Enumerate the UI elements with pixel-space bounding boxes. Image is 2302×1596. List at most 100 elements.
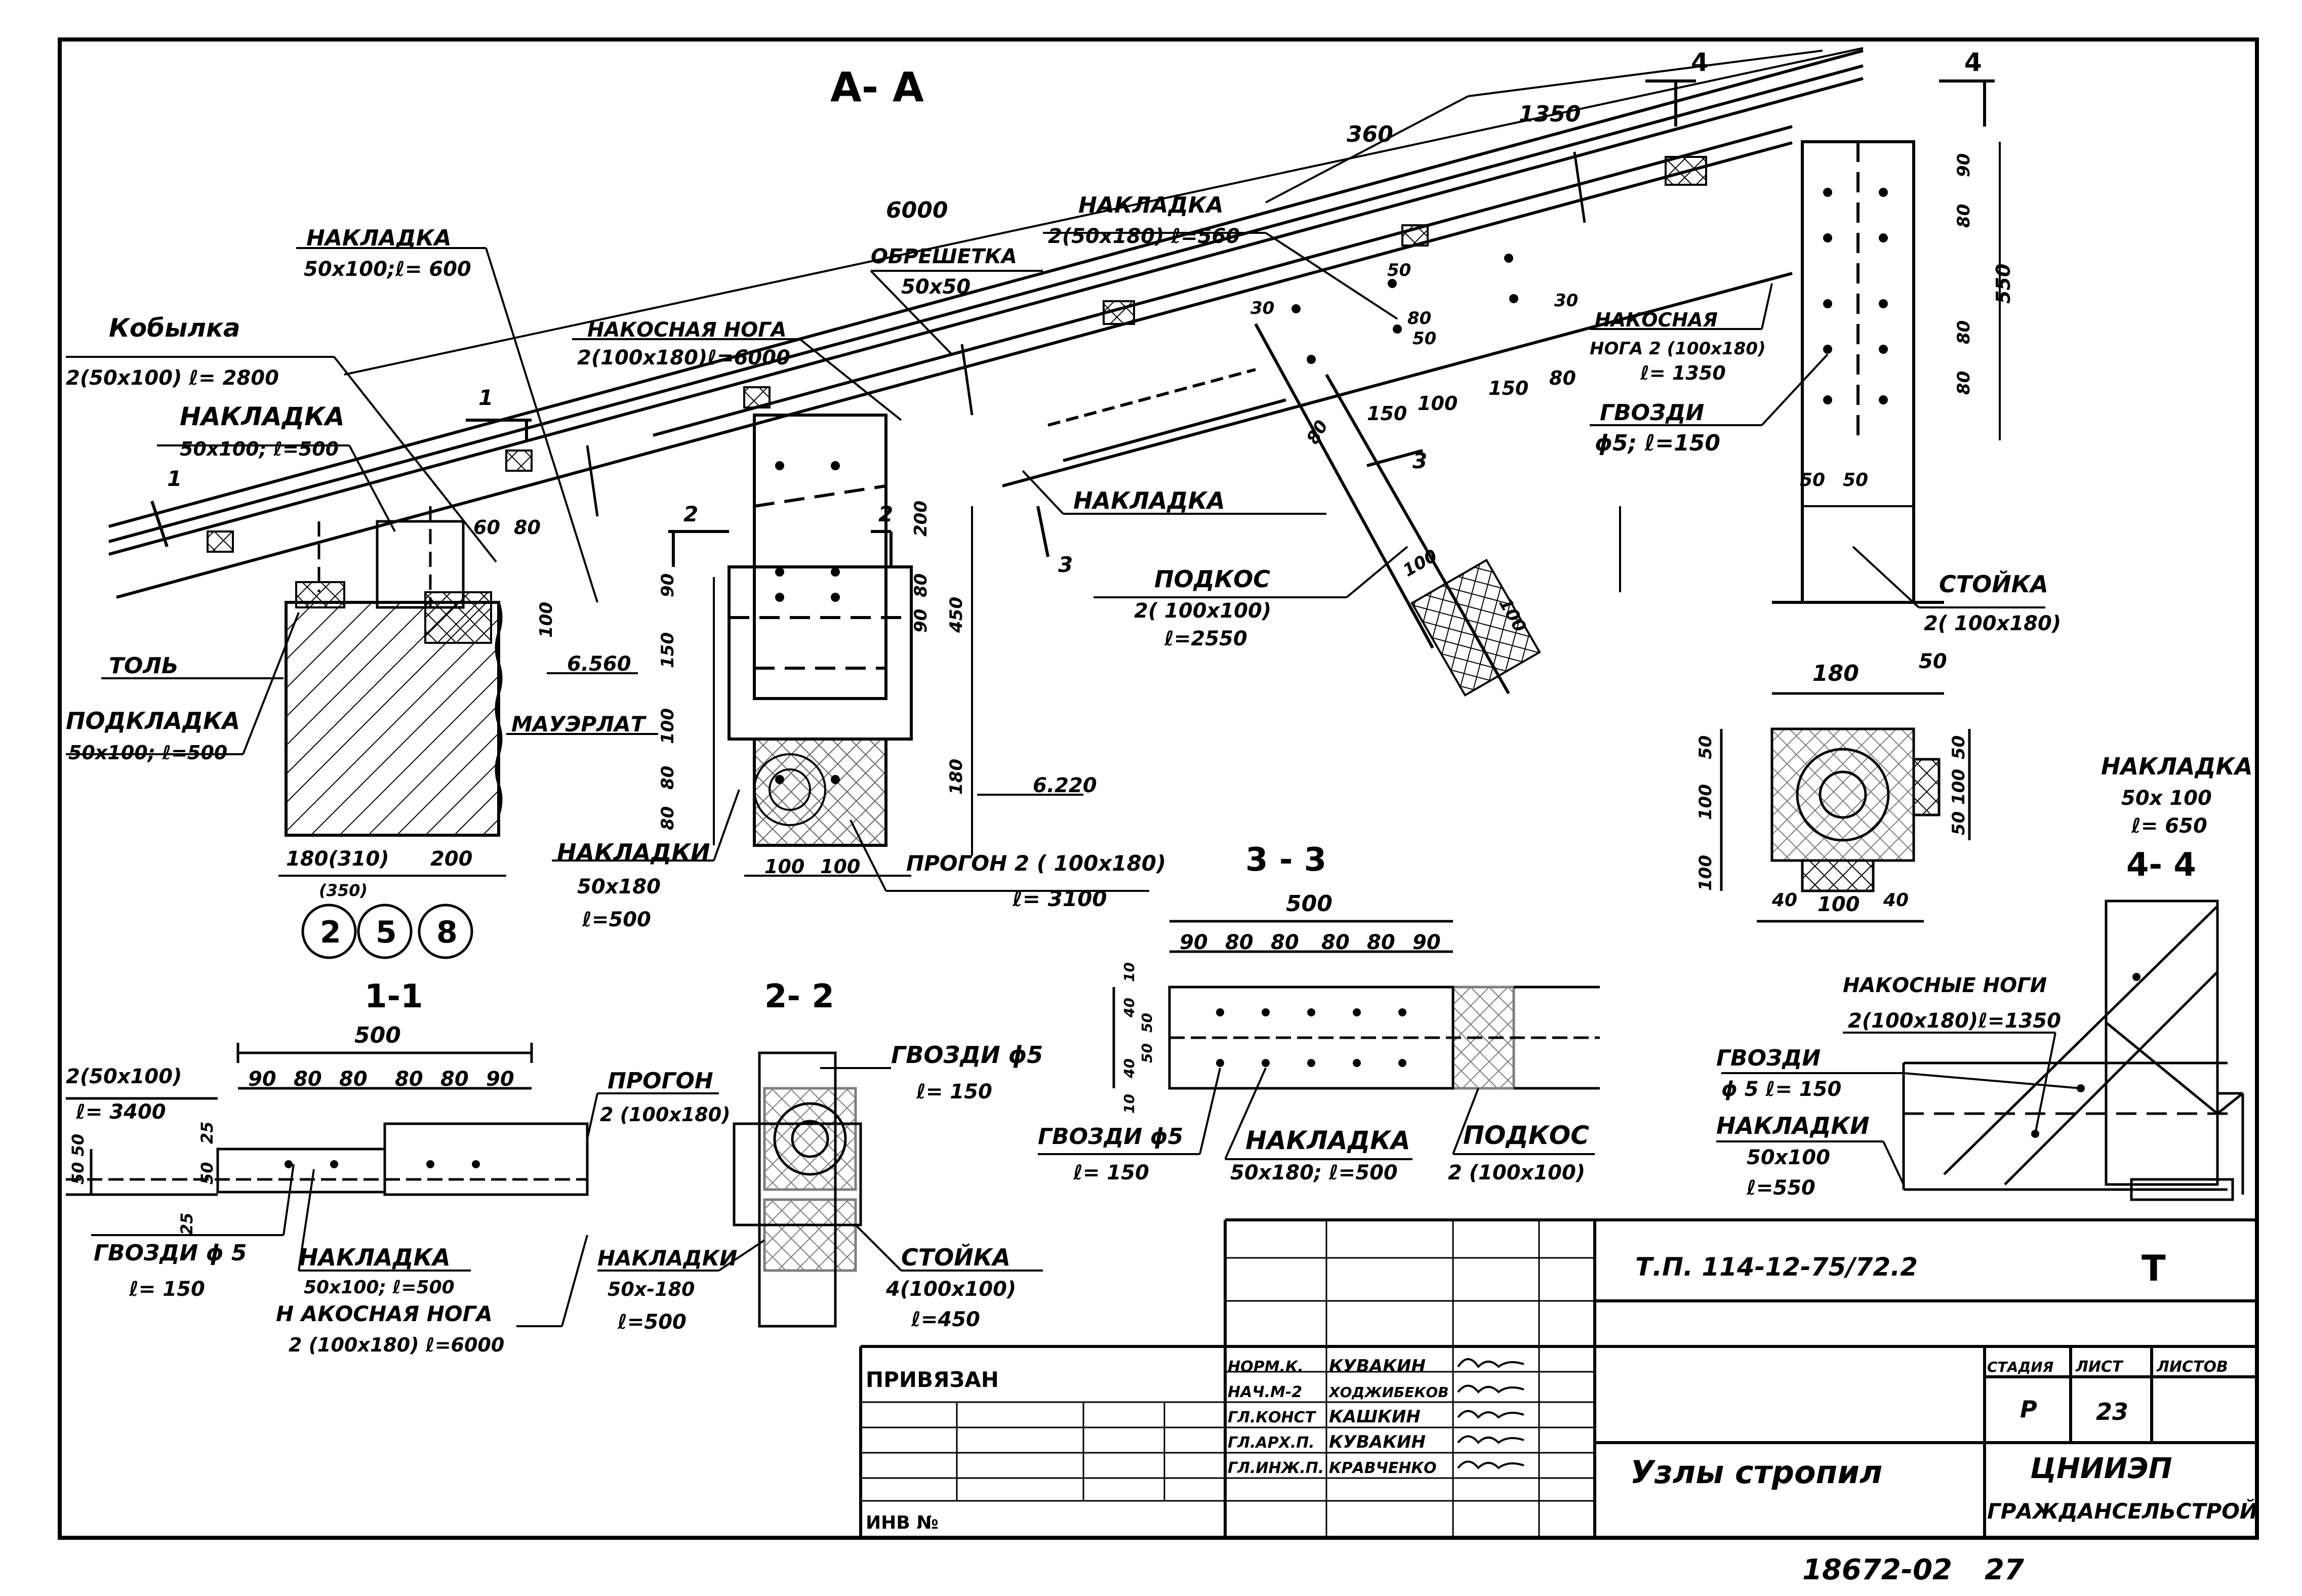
- s44-gvozdi: ГВОЗДИ: [1716, 1045, 1821, 1071]
- nakosnaya-2-size1: НОГА 2 (100х180): [1590, 339, 1766, 359]
- nakladki-size1: 50х180: [577, 875, 661, 898]
- post-dim-180: 180: [1812, 661, 1859, 686]
- signatures: [1457, 1358, 1524, 1469]
- title-block-text: Т.П. 114-12-75/72.2 Т ПРИВЯЗАН ИНВ № НОР…: [866, 1248, 2257, 1533]
- s11-dim-5: 80: [440, 1068, 469, 1091]
- section-22-leaders: [597, 1067, 1043, 1272]
- s11-nakosnaya-size: 2 (100х180) ℓ=6000: [289, 1334, 504, 1356]
- bolts-purlin: [775, 461, 840, 784]
- s33-dim-10b: 10: [1121, 1094, 1138, 1114]
- section-markers: [150, 79, 1995, 567]
- wall: [285, 581, 503, 837]
- s33-dim-40a: 40: [1121, 998, 1138, 1018]
- s11-dim-6: 90: [486, 1068, 514, 1091]
- s22-stoyka: СТОЙКА: [901, 1244, 1011, 1271]
- nakladka-1-size: 50х100;ℓ= 600: [304, 258, 471, 281]
- labels-aa: 6000 360 1350 НАКЛАДКА 50х100;ℓ= 600 Коб…: [66, 48, 2061, 931]
- gvozdi-size: ϕ5; ℓ=150: [1595, 430, 1720, 456]
- post-dim-50-left: 50: [1695, 735, 1716, 759]
- name-3: КАШКИН: [1329, 1407, 1421, 1427]
- progon-len: ℓ= 3100: [1012, 886, 1107, 911]
- name-4: КУВАКИН: [1329, 1432, 1426, 1452]
- s33-nakladka-size: 50х180; ℓ=500: [1230, 1161, 1398, 1184]
- marker-1b: 1: [167, 466, 182, 491]
- level-6220: 6.220: [1033, 774, 1097, 797]
- s33-dim-50b: 50: [1139, 1043, 1155, 1063]
- dim-50c: 50: [1800, 470, 1825, 490]
- s44-nakosnye-size: 2(100х180)ℓ=1350: [1848, 1009, 2061, 1033]
- s44-nakladki-size1: 50х100: [1747, 1146, 1830, 1169]
- mauerlat-label: МАУЭРЛАТ: [511, 712, 647, 736]
- section-22-title: 2- 2: [764, 978, 834, 1015]
- section-44-title: 4- 4: [2126, 846, 2196, 884]
- footer-page: 27: [1985, 1553, 2024, 1586]
- dim-80h: 80: [1954, 204, 1974, 228]
- post-dim-100-left: 100: [1695, 784, 1716, 820]
- dim-550: 550: [1992, 264, 2014, 304]
- s22-stoyka-size1: 4(100х100): [885, 1278, 1016, 1301]
- dim-80c: 80: [658, 806, 678, 830]
- dim-1350: 1350: [1519, 101, 1581, 127]
- ridge-post: [1772, 140, 1944, 604]
- list-value: 23: [2096, 1398, 2128, 1425]
- section-44-bolts: [2031, 973, 2141, 1138]
- title-block-grid: [859, 1218, 2257, 1538]
- dim-100b: 100: [820, 855, 860, 878]
- s33-podkos: ПОДКОС: [1463, 1121, 1589, 1150]
- s11-progon: ПРОГОН: [608, 1068, 713, 1094]
- dim-360: 360: [1347, 121, 1393, 147]
- kobylka-block: [317, 506, 465, 609]
- s11-dim-50-50: 50 50: [68, 1134, 88, 1184]
- dim-150c: 150: [1488, 377, 1528, 399]
- kobylka-size: 2(50х100) ℓ= 2800: [66, 366, 279, 390]
- dim-100e: 100: [1400, 546, 1441, 581]
- s11-dim-25b: 25: [177, 1212, 196, 1235]
- s11-dim-1: 90: [248, 1068, 276, 1091]
- dim-80g: 80: [1303, 417, 1332, 448]
- post-section-drawing: [1720, 692, 1971, 923]
- s33-dim-50a: 50: [1139, 1013, 1155, 1033]
- podkos-size2: ℓ=2550: [1164, 627, 1247, 650]
- dim-80i: 80: [1954, 320, 1974, 344]
- gvozdi-title: ГВОЗДИ: [1600, 400, 1704, 426]
- dim-100c: 100: [658, 708, 678, 744]
- dimension-lines-aa: [278, 47, 2001, 877]
- name-5: КРАВЧЕНКО: [1329, 1459, 1436, 1477]
- obreshetka-title: ОБРЕШЕТКА: [871, 245, 1017, 268]
- podkladka-size: 50х100; ℓ=500: [68, 742, 227, 764]
- nakladki-size2: ℓ=500: [582, 908, 651, 931]
- s22-nakladki-size1: 50х-180: [608, 1278, 695, 1300]
- dim-60: 60: [473, 516, 500, 539]
- s11-dim-500: 500: [354, 1022, 401, 1048]
- s33-dim-40b: 40: [1121, 1058, 1138, 1079]
- dim-90b: 90: [911, 609, 931, 633]
- post-dim-40a: 40: [1771, 890, 1797, 911]
- marker-2a: 2: [683, 502, 698, 526]
- podkos-size1: 2( 100х100): [1134, 599, 1271, 623]
- s33-dim-4: 80: [1321, 931, 1350, 954]
- leaders-aa: [66, 232, 2045, 892]
- section-11-title: 1-1: [365, 978, 423, 1015]
- stoyka-title: СТОЙКА: [1939, 570, 2048, 598]
- section-33-labels: 500 90 80 80 80 80 90 10 40 50 50 40 10 …: [1038, 891, 1589, 1184]
- dim-200b: 200: [911, 501, 931, 537]
- tol-label: ТОЛЬ: [109, 653, 179, 679]
- dim-350: (350): [319, 881, 368, 900]
- s33-dim-10a: 10: [1121, 962, 1138, 982]
- stadiya-label: СТАДИЯ: [1987, 1359, 2053, 1375]
- s33-dim-3: 80: [1271, 931, 1299, 954]
- battens: [207, 156, 1707, 553]
- post-dim-50-right: 50: [1949, 735, 1969, 759]
- sheet-frame: [58, 37, 2259, 1540]
- s11-gvozdi-len: ℓ= 150: [129, 1278, 205, 1301]
- dim-450: 450: [946, 597, 966, 633]
- dim-100d: 100: [1418, 392, 1458, 415]
- listov-label: ЛИСТОВ: [2156, 1358, 2228, 1376]
- dim-80e: 80: [1407, 308, 1431, 329]
- progon-title: ПРОГОН 2 ( 100х180): [906, 851, 1166, 876]
- s11-nakladka-size: 50х100; ℓ=500: [304, 1277, 455, 1298]
- title-block-rows: [861, 1220, 1595, 1538]
- post-dim-40b: 40: [1883, 890, 1909, 911]
- dim-150: 150: [658, 632, 678, 668]
